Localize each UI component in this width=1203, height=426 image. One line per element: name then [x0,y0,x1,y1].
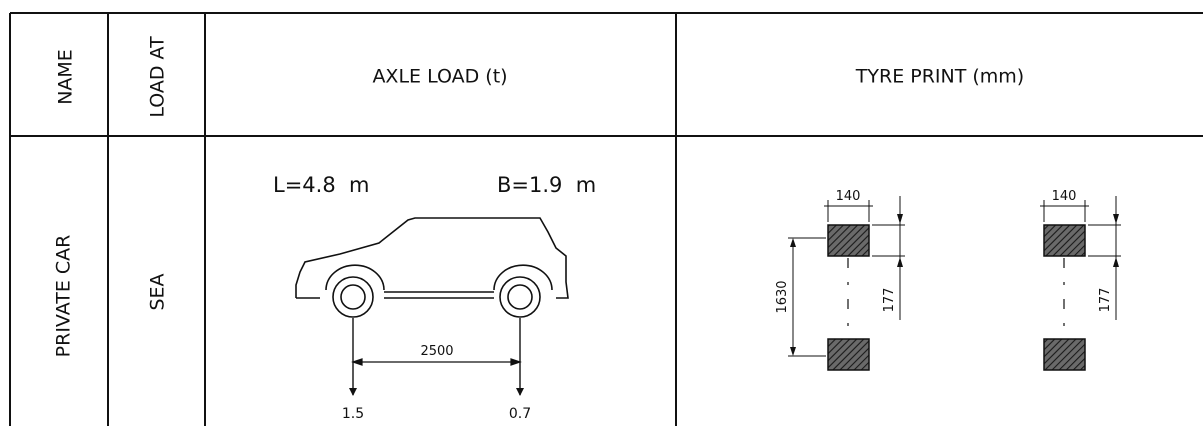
rear-axle-load: 0.7 [509,406,531,422]
wheelbase-value: 2500 [420,344,453,359]
axle-load-arrows [349,318,524,396]
car-side-view [295,217,569,299]
header-name: NAME [55,49,77,105]
vehicle-name: PRIVATE CAR [53,235,75,358]
front-wheel [332,276,374,318]
track-width: 1630 [775,280,790,313]
load-at-value: SEA [147,273,169,310]
breadth-label: B=1.9 m [497,173,596,197]
header-tyre-print: TYRE PRINT (mm) [855,66,1024,88]
tyre-width-left: 140 [836,189,861,204]
tyre-print-right [1040,196,1121,371]
tyre-width-right: 140 [1052,189,1077,204]
tyre-print-left [788,196,905,371]
wheelbase-dimension [351,358,522,366]
table-grid [9,12,1203,426]
front-axle-load: 1.5 [342,406,364,422]
tyre-length-right: 177 [1098,288,1113,313]
tyre-length-left: 177 [882,288,897,313]
rear-wheel [499,276,541,318]
length-label: L=4.8 m [273,173,370,197]
header-load-at: LOAD AT [147,36,169,118]
header-axle-load: AXLE LOAD (t) [372,66,507,88]
